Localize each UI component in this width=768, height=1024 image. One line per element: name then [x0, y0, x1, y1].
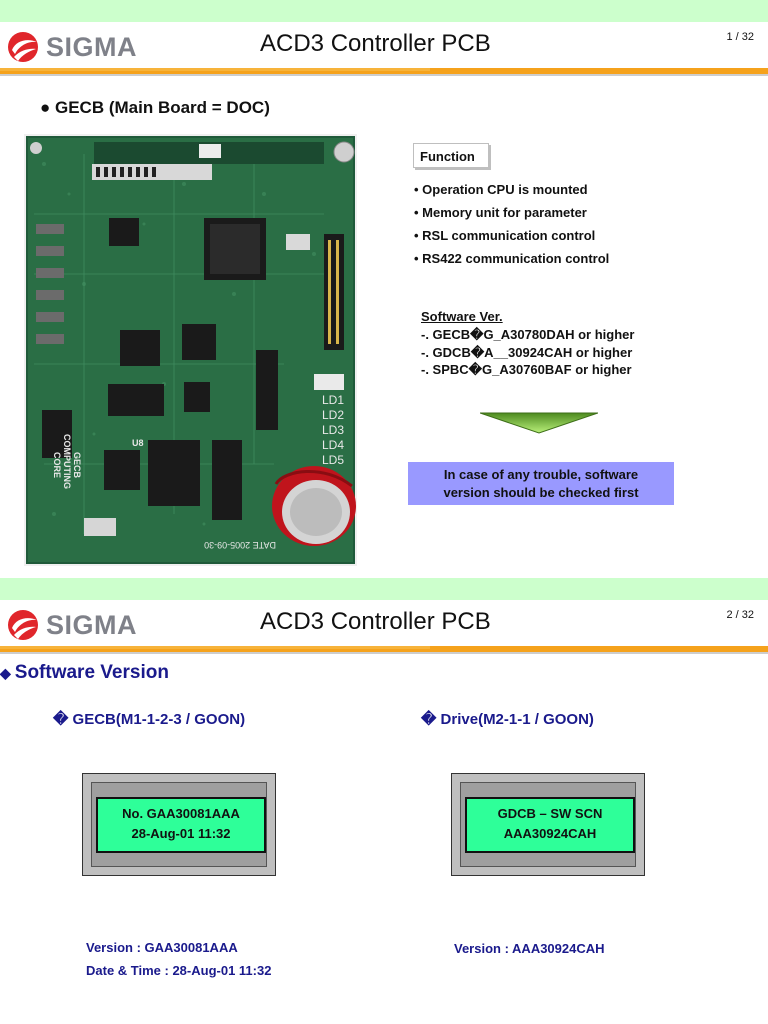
led-label-3: LD3: [322, 423, 344, 437]
pcb-label-gecb: GECB: [72, 452, 82, 479]
header-shadow: [0, 74, 768, 76]
function-item: • Operation CPU is mounted: [414, 182, 588, 197]
sigma-swoosh-icon: [8, 610, 38, 640]
led-label-2: LD2: [322, 408, 344, 422]
header-rule-highlight: [0, 68, 430, 71]
gecb-lcd-display: No. GAA30081AAA 28-Aug-01 11:32: [82, 773, 276, 876]
software-ver-list: -. GECB�G_A30780DAH or higher -. GDCB�A_…: [421, 326, 634, 379]
top-band: [0, 0, 768, 22]
software-ver-line: -. GECB�G_A30780DAH or higher: [421, 327, 635, 342]
lcd-screen: GDCB – SW SCN AAA30924CAH: [465, 797, 635, 853]
drive-subtitle: � Drive(M2-1-1 / GOON): [421, 711, 594, 728]
lcd-line-1: GDCB – SW SCN: [497, 806, 603, 821]
lcd-screen: No. GAA30081AAA 28-Aug-01 11:32: [96, 797, 266, 853]
slide-gap: [0, 566, 768, 578]
lcd-line-1: No. GAA30081AAA: [122, 806, 240, 821]
pcb-photo: GECB COMPUTING CORE U8 LD1 LD2 LD3 LD4 L…: [24, 134, 357, 566]
top-band: [0, 578, 768, 600]
down-arrow-icon: [480, 412, 598, 434]
slide-2: SIGMA ACD3 Controller PCB 2 / 32 ◆Softwa…: [0, 578, 768, 1024]
slide-header: SIGMA ACD3 Controller PCB 2 / 32: [0, 600, 768, 646]
trouble-note-line-1: In case of any trouble, software: [443, 467, 639, 482]
pcb-label-core: CORE: [52, 452, 62, 478]
page-title: ACD3 Controller PCB: [260, 30, 491, 57]
trouble-note-line-2: version should be checked first: [443, 485, 639, 500]
lcd-line-2: AAA30924CAH: [503, 826, 597, 841]
led-label-1: LD1: [322, 393, 344, 407]
diamond-bullet-icon: ◆: [0, 665, 11, 681]
drive-lcd-display: GDCB – SW SCN AAA30924CAH: [451, 773, 645, 876]
function-item: • Memory unit for parameter: [414, 205, 587, 220]
header-shadow: [0, 652, 768, 654]
gecb-datetime: Date & Time : 28-Aug-01 11:32: [86, 963, 272, 978]
pcb-label-u8: U8: [132, 438, 144, 448]
page-number: 2 / 32: [726, 609, 754, 621]
function-item: • RS422 communication control: [414, 251, 610, 266]
header-rule: [0, 68, 768, 74]
trouble-note: In case of any trouble, software version…: [408, 462, 674, 505]
header-rule-highlight: [0, 646, 430, 649]
sigma-logo: SIGMA: [6, 608, 166, 642]
header-rule: [0, 646, 768, 652]
gecb-subtitle: � GECB(M1-1-2-3 / GOON): [53, 711, 246, 728]
slide-1: SIGMA ACD3 Controller PCB 1 / 32 ● GECB …: [0, 0, 768, 566]
section-heading: ◆Software Version: [0, 662, 169, 684]
software-ver-line: -. SPBC�G_A30760BAF or higher: [421, 362, 632, 377]
software-ver-line: -. GDCB�A__30924CAH or higher: [421, 344, 633, 360]
led-label-4: LD4: [322, 438, 344, 452]
lcd-line-2: 28-Aug-01 11:32: [131, 826, 231, 841]
software-ver-title: Software Ver.: [421, 309, 503, 324]
led-label-5: LD5: [322, 453, 344, 467]
pcb-date-label: DATE 2005-09-30: [204, 540, 276, 550]
page-title: ACD3 Controller PCB: [260, 608, 491, 635]
drive-version: Version : AAA30924CAH: [454, 941, 605, 956]
section-heading: ● GECB (Main Board = DOC): [40, 98, 270, 117]
function-item: • RSL communication control: [414, 228, 596, 243]
gecb-version: Version : GAA30081AAA: [86, 940, 238, 955]
section-heading-text: Software Version: [14, 662, 169, 683]
pcb-label-computing: COMPUTING: [62, 434, 72, 489]
sigma-swoosh-icon: [8, 32, 38, 62]
gecb-version-info: Version : GAA30081AAA Date & Time : 28-A…: [86, 936, 271, 982]
slide-header: SIGMA ACD3 Controller PCB 1 / 32: [0, 22, 768, 68]
drive-version-info: Version : AAA30924CAH: [454, 937, 605, 960]
function-list: • Operation CPU is mounted • Memory unit…: [414, 181, 609, 273]
page-number: 1 / 32: [726, 31, 754, 43]
brand-name: SIGMA: [46, 610, 138, 640]
sigma-logo: SIGMA: [6, 30, 166, 64]
brand-name: SIGMA: [46, 32, 138, 62]
function-label-box: Function: [413, 143, 489, 168]
